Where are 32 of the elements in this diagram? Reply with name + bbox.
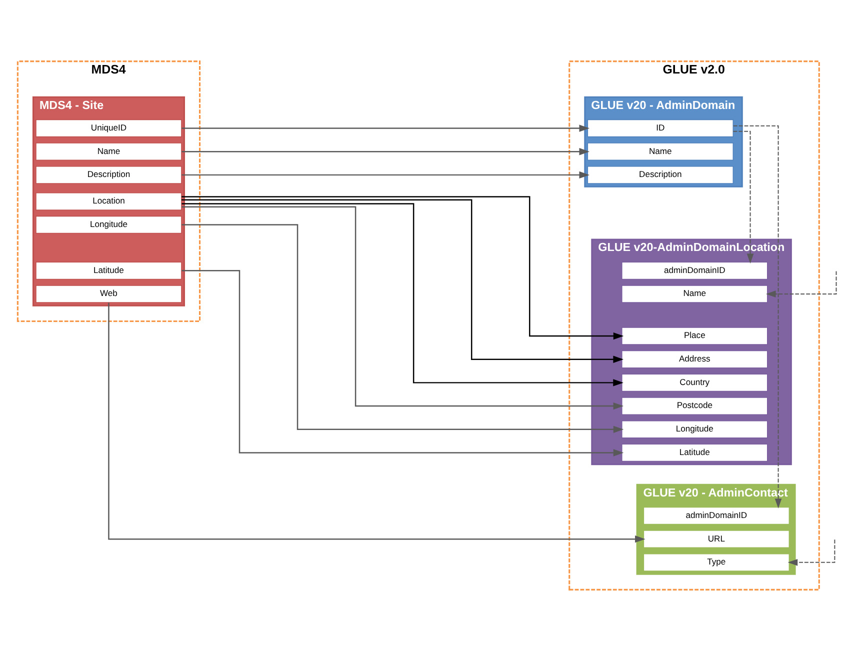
node-box: Type (643, 552, 790, 571)
node-box: Latitude (622, 443, 768, 462)
arrow (182, 224, 624, 432)
node-box: Description (36, 166, 182, 184)
node-box: adminDomainID (643, 506, 790, 524)
node-box: Name (587, 142, 734, 160)
arrow (182, 170, 590, 178)
node-box: Latitude (36, 261, 182, 280)
arrow (182, 148, 590, 155)
node-box: Address (622, 350, 768, 368)
node-box: Longitude (622, 420, 768, 438)
node-box: Longitude (36, 215, 182, 234)
node-box: ID (587, 118, 734, 137)
arrow (733, 130, 754, 263)
node-box: adminDomainID (622, 261, 768, 280)
node-box: Location (36, 192, 182, 210)
node-box: Postcode (622, 396, 768, 414)
node-box: URL (643, 530, 790, 548)
node-box: Name (36, 142, 182, 160)
node-box: Name (622, 284, 768, 302)
node-box: Web (36, 284, 182, 302)
node-box: Place (622, 326, 768, 344)
arrow (733, 124, 782, 508)
arrow (182, 270, 624, 456)
node-box: Country (622, 373, 768, 392)
arrow (182, 196, 624, 340)
arrow (182, 124, 590, 132)
node-box: UniqueID (36, 118, 182, 137)
arrow (766, 270, 837, 297)
arrow (108, 302, 646, 542)
node-box: Description (587, 166, 734, 184)
arrow (788, 539, 836, 566)
